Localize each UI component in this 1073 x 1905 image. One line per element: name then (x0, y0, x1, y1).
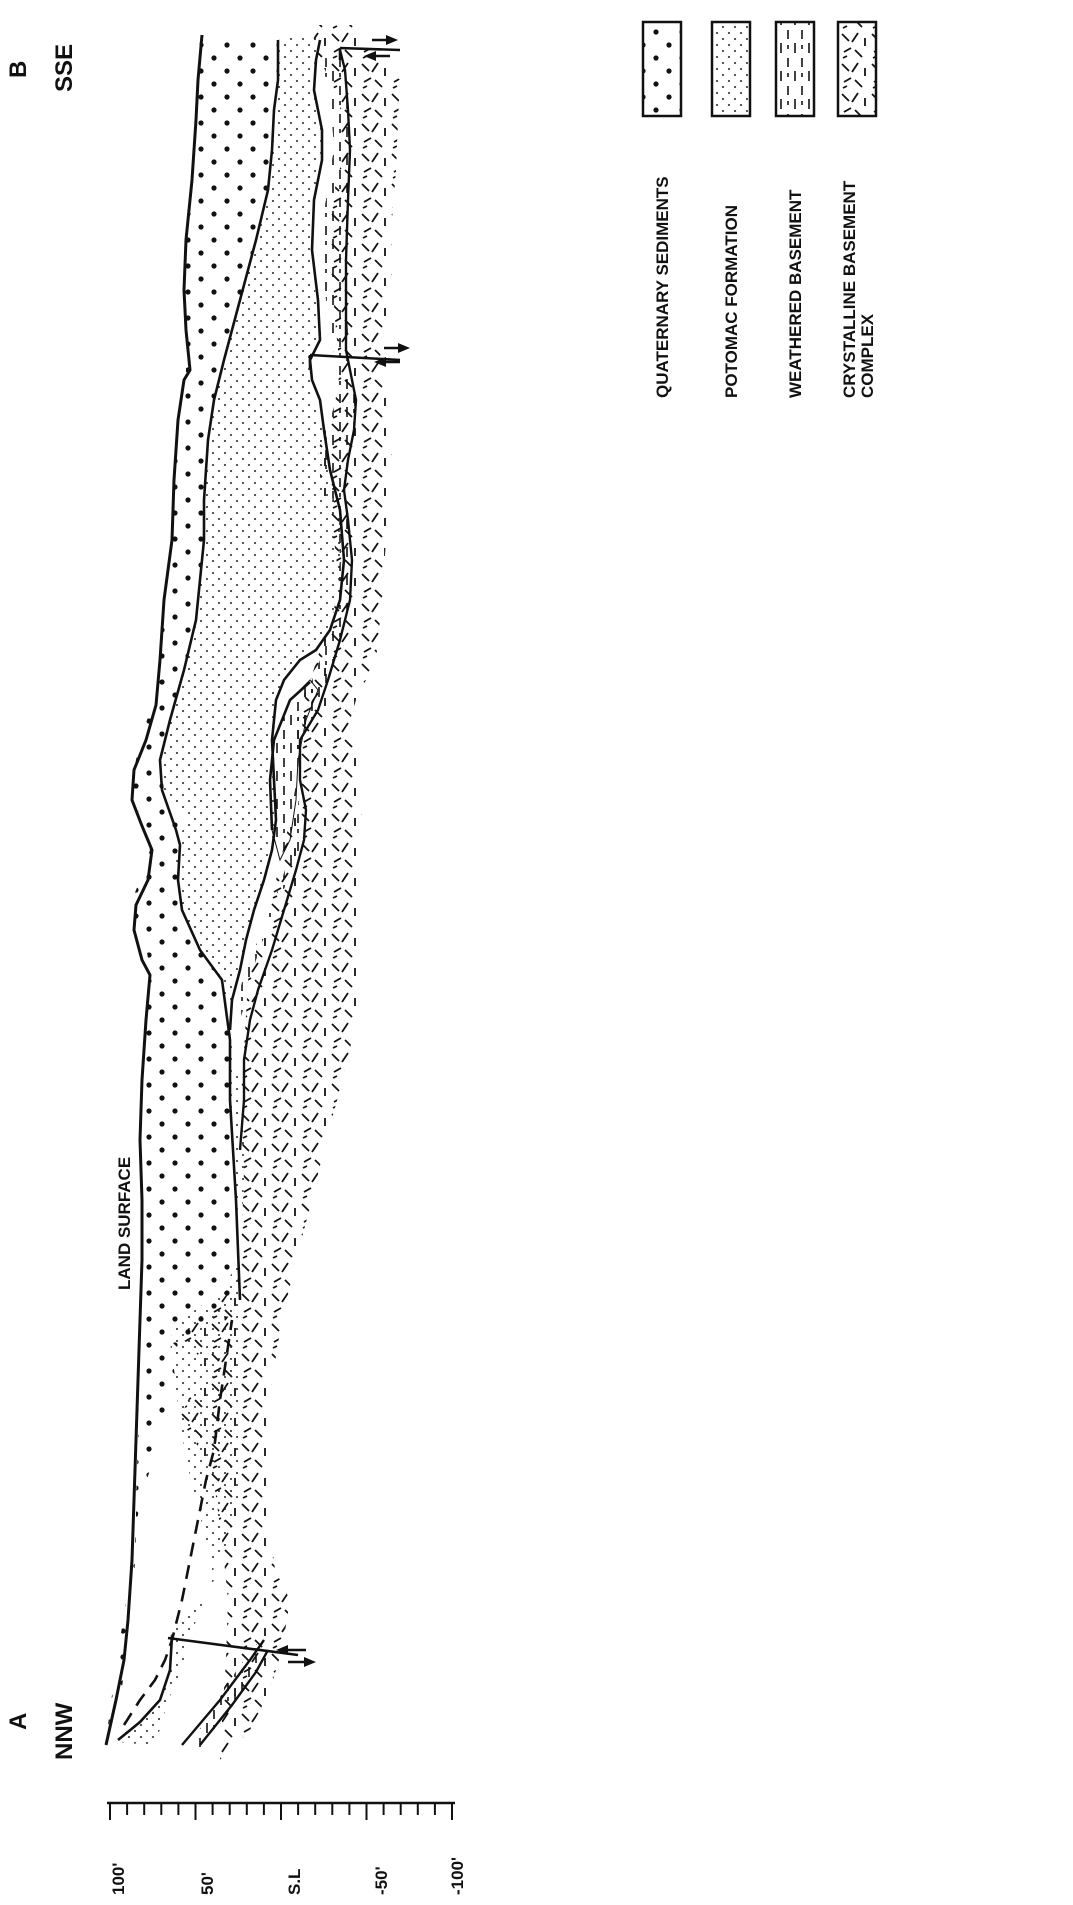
scale-tick-label-neg50: -50' (372, 1866, 391, 1895)
elevation-scale: 100' 50' S.L -50' -100' (104, 1803, 467, 1895)
scale-ticks (110, 1803, 452, 1820)
legend-swatch-potomac (712, 22, 750, 116)
legend-swatch-weathered (776, 22, 814, 116)
legend-label-crystalline-1: CRYSTALLINE BASEMENT (840, 180, 859, 398)
legend-swatch-crystalline (838, 22, 876, 116)
cross-section (104, 25, 410, 1762)
section-start-label: A (5, 1713, 32, 1730)
legend-swatch-quaternary (643, 22, 681, 116)
section-start-direction: NNW (51, 1702, 78, 1760)
scale-tick-label-neg100: -100' (448, 1857, 467, 1895)
legend-label-potomac: POTOMAC FORMATION (722, 205, 741, 398)
scale-tick-label-50: 50' (198, 1872, 217, 1895)
legend-label-quaternary: QUATERNARY SEDIMENTS (653, 176, 672, 398)
scale-tick-label-100: 100' (109, 1863, 128, 1895)
scale-tick-label-sl: S.L (285, 1869, 304, 1895)
legend-label-weathered: WEATHERED BASEMENT (786, 189, 805, 398)
section-end-label: B (5, 61, 32, 78)
section-end-direction: SSE (51, 44, 78, 92)
land-surface-label: LAND SURFACE (115, 1157, 134, 1290)
legend-label-crystalline-2: COMPLEX (858, 313, 877, 398)
legend: QUATERNARY SEDIMENTS POTOMAC FORMATION W… (643, 22, 877, 398)
